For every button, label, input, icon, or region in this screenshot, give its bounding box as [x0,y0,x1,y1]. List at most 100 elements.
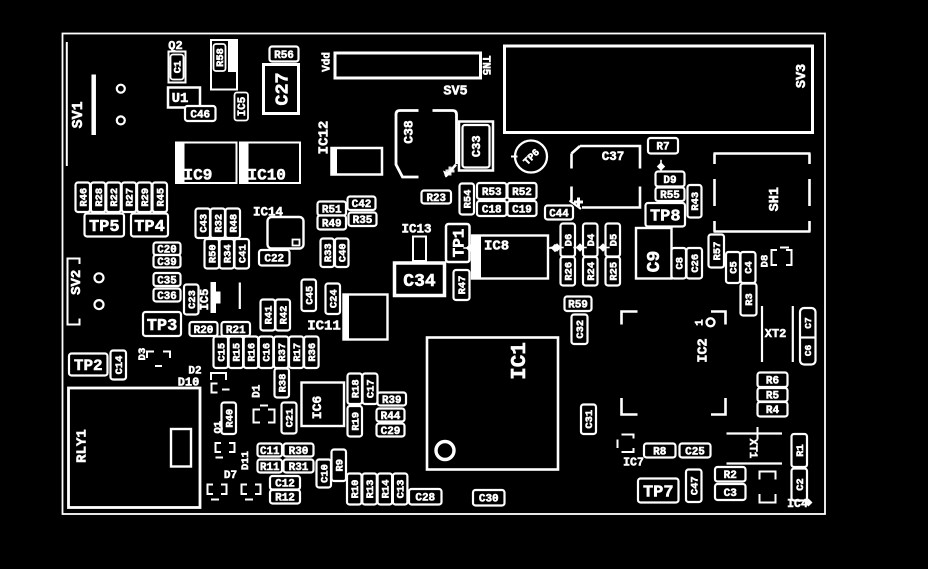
svg-text:R53: R53 [482,187,502,199]
svg-text:R35: R35 [353,215,373,227]
svg-text:C28: C28 [415,493,435,505]
svg-text:R24: R24 [586,262,598,281]
svg-text:TP1: TP1 [450,229,468,258]
svg-text:R40: R40 [224,409,236,428]
svg-text:C14: C14 [114,356,126,375]
svg-text:C20: C20 [157,245,176,257]
svg-text:C11: C11 [260,446,280,458]
svg-text:R33: R33 [323,243,335,262]
svg-text:C24: C24 [328,289,340,308]
svg-text:D7: D7 [224,470,237,482]
svg-text:C44: C44 [549,208,569,220]
svg-text:C39: C39 [157,257,176,269]
svg-text:R59: R59 [568,300,588,312]
svg-text:C42: C42 [352,199,372,211]
svg-text:R4: R4 [766,405,780,417]
svg-text:IC4: IC4 [787,498,808,511]
svg-text:R58: R58 [215,48,227,67]
svg-text:R6: R6 [766,376,779,388]
svg-text:C32: C32 [575,320,587,339]
svg-text:R42: R42 [278,306,290,325]
svg-text:R56: R56 [274,50,294,62]
svg-text:R9: R9 [334,459,346,471]
svg-text:R1: R1 [795,444,807,456]
svg-text:R44: R44 [381,411,401,423]
svg-text:D1: D1 [251,384,263,398]
svg-text:C46: C46 [190,109,210,121]
svg-text:C4: C4 [744,261,756,273]
svg-text:R48: R48 [228,214,240,233]
svg-text:Vdd: Vdd [321,52,333,72]
svg-text:R36: R36 [307,343,319,362]
svg-text:C13: C13 [396,480,408,499]
svg-text:RLY1: RLY1 [74,429,90,463]
svg-text:R15: R15 [232,343,244,362]
svg-text:R7: R7 [656,142,669,154]
svg-text:C34: C34 [403,272,436,292]
svg-text:C7: C7 [803,317,814,329]
svg-text:R49: R49 [322,218,342,230]
svg-text:TP3: TP3 [147,317,178,336]
svg-text:SV2: SV2 [69,270,85,295]
svg-text:R11: R11 [260,462,280,474]
svg-text:TP8: TP8 [650,208,681,227]
svg-text:R13: R13 [365,480,377,499]
svg-text:TP5: TP5 [89,218,120,237]
svg-text:C1: C1 [173,61,185,73]
svg-text:C19: C19 [512,204,532,216]
svg-text:R26: R26 [563,262,575,281]
svg-text:D5: D5 [608,234,620,246]
svg-text:R31: R31 [289,462,309,474]
svg-text:IC12: IC12 [316,121,332,155]
svg-text:IC9: IC9 [184,167,213,185]
svg-text:R43: R43 [690,192,702,211]
svg-text:C17: C17 [366,379,378,398]
svg-text:R34: R34 [222,244,234,263]
svg-text:C45: C45 [304,286,316,305]
svg-text:R47: R47 [457,276,469,295]
svg-text:C18: C18 [482,204,502,216]
svg-text:C41: C41 [237,244,249,263]
svg-text:R51: R51 [322,204,342,216]
svg-text:R22: R22 [109,188,121,207]
svg-text:R27: R27 [125,188,137,207]
svg-text:C31: C31 [584,410,596,429]
svg-text:1: 1 [695,319,707,326]
svg-text:C22: C22 [264,254,284,266]
svg-text:TP7: TP7 [643,483,674,502]
svg-text:D2: D2 [188,365,201,377]
svg-text:C47: C47 [689,476,701,495]
svg-text:C21: C21 [285,409,297,428]
svg-text:R10: R10 [350,480,362,499]
svg-text:R52: R52 [512,187,532,199]
svg-text:R37: R37 [277,343,289,362]
svg-text:R3: R3 [744,293,756,305]
svg-text:R5: R5 [766,391,780,403]
svg-text:SH1: SH1 [768,187,783,211]
svg-text:C3: C3 [724,488,738,500]
svg-text:R46: R46 [78,188,90,207]
svg-text:XT1: XT1 [746,439,758,459]
svg-text:C8: C8 [674,257,686,269]
svg-text:C2: C2 [795,478,807,490]
svg-text:IC8: IC8 [484,238,509,254]
svg-text:R2: R2 [724,470,737,482]
svg-text:C6: C6 [803,345,814,357]
svg-text:R23: R23 [427,193,446,205]
svg-text:R18: R18 [350,379,362,398]
svg-text:R55: R55 [660,190,680,202]
svg-text:D8: D8 [760,255,772,268]
svg-text:R8: R8 [653,446,667,458]
svg-text:C15: C15 [216,343,228,362]
svg-text:IC2: IC2 [697,338,712,362]
svg-text:C12: C12 [275,479,295,491]
svg-text:IC10: IC10 [248,167,286,185]
svg-text:D4: D4 [586,234,598,246]
svg-text:C23: C23 [187,290,199,309]
svg-text:R32: R32 [213,214,225,233]
svg-text:R30: R30 [289,446,309,458]
svg-text:IC7: IC7 [623,456,644,469]
svg-text:R29: R29 [140,188,152,207]
svg-text:R41: R41 [263,306,275,325]
svg-text:D11: D11 [240,451,252,470]
